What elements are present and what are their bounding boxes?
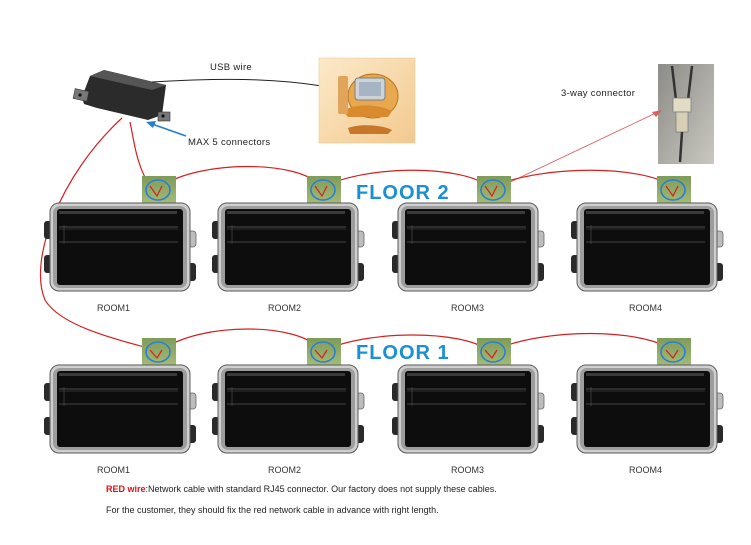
connector-cable-joins <box>149 185 679 360</box>
three-way-connector-photo <box>658 64 714 164</box>
blue-arrow <box>146 121 187 137</box>
usb-wire <box>151 78 323 87</box>
floor2-room2-label: ROOM2 <box>268 303 302 313</box>
floor2-title: FLOOR 2 <box>356 182 450 204</box>
floor2-thermostats <box>43 202 724 292</box>
floor2-room1-label: ROOM1 <box>97 303 131 313</box>
hub-device <box>72 70 171 122</box>
three-way-connector-label: 3-way connector <box>561 88 636 99</box>
red-wire-label: RED wire <box>106 484 146 494</box>
floor1-thermostats <box>43 364 724 454</box>
floor2-room4-label: ROOM4 <box>629 303 663 313</box>
red-wire-description: :Network cable with standard RJ45 connec… <box>145 484 497 494</box>
computer-illustration <box>318 57 416 144</box>
floor1-room3-label: ROOM3 <box>451 465 485 475</box>
red-arrow-to-3way <box>501 110 662 187</box>
red-wire-note: RED wire:Network cable with standard RJ4… <box>106 484 497 494</box>
max-connectors-label: MAX 5 connectors <box>188 137 271 148</box>
floor1-title: FLOOR 1 <box>356 342 450 364</box>
usb-wire-label: USB wire <box>210 62 252 73</box>
customer-note: For the customer, they should fix the re… <box>106 505 439 515</box>
floor1-room2-label: ROOM2 <box>268 465 302 475</box>
floor2-room3-label: ROOM3 <box>451 303 485 313</box>
floor1-room4-label: ROOM4 <box>629 465 663 475</box>
floor1-room1-label: ROOM1 <box>97 465 131 475</box>
